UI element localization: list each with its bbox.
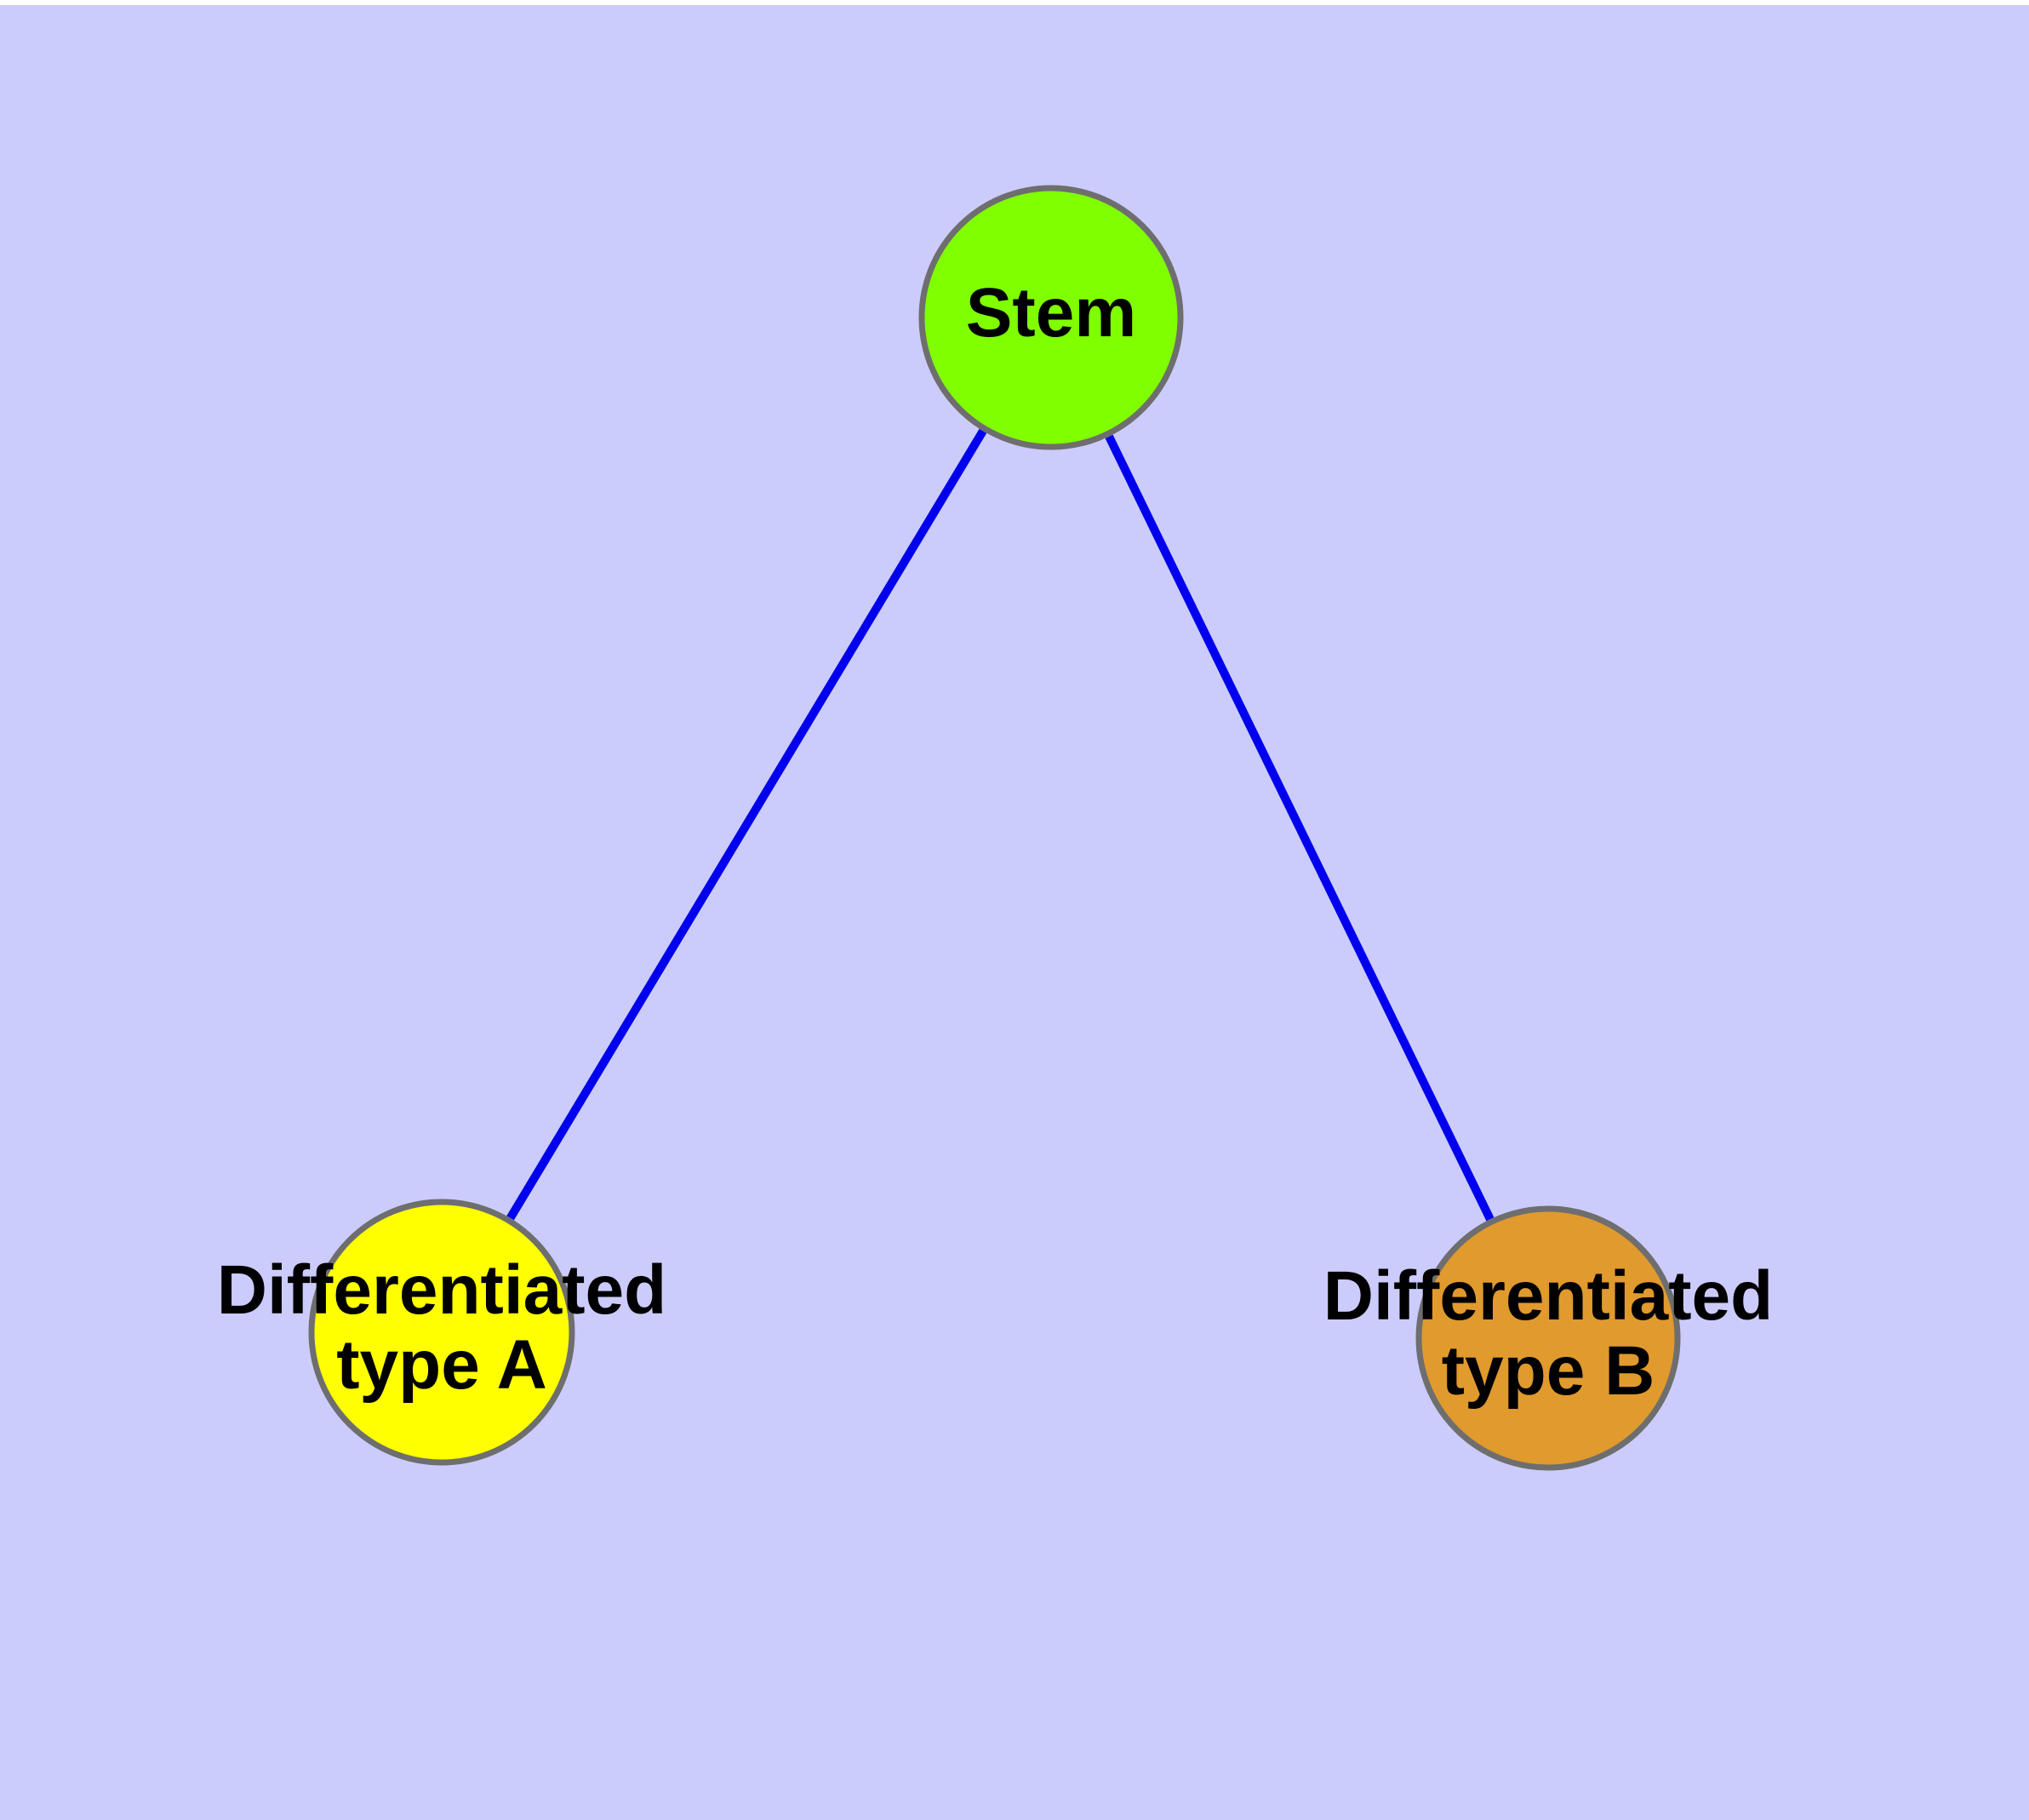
graph-node-stem[interactable]: Stem <box>918 185 1184 450</box>
graph-edge <box>506 428 987 1221</box>
node-circle-stem[interactable] <box>918 185 1184 450</box>
node-label-line: Stem <box>966 274 1137 352</box>
graph-edge <box>1105 434 1495 1222</box>
node-circle-diff_a[interactable] <box>308 1199 575 1466</box>
node-label-line: type B <box>1442 1332 1655 1410</box>
node-label-line: type A <box>336 1326 547 1404</box>
node-circle-diff_b[interactable] <box>1415 1205 1681 1471</box>
node-label-line: Differentiated <box>217 1251 667 1329</box>
edges-layer <box>506 428 1495 1222</box>
node-label-line: Differentiated <box>1323 1257 1774 1335</box>
node-label-stem: Stem <box>966 274 1137 352</box>
